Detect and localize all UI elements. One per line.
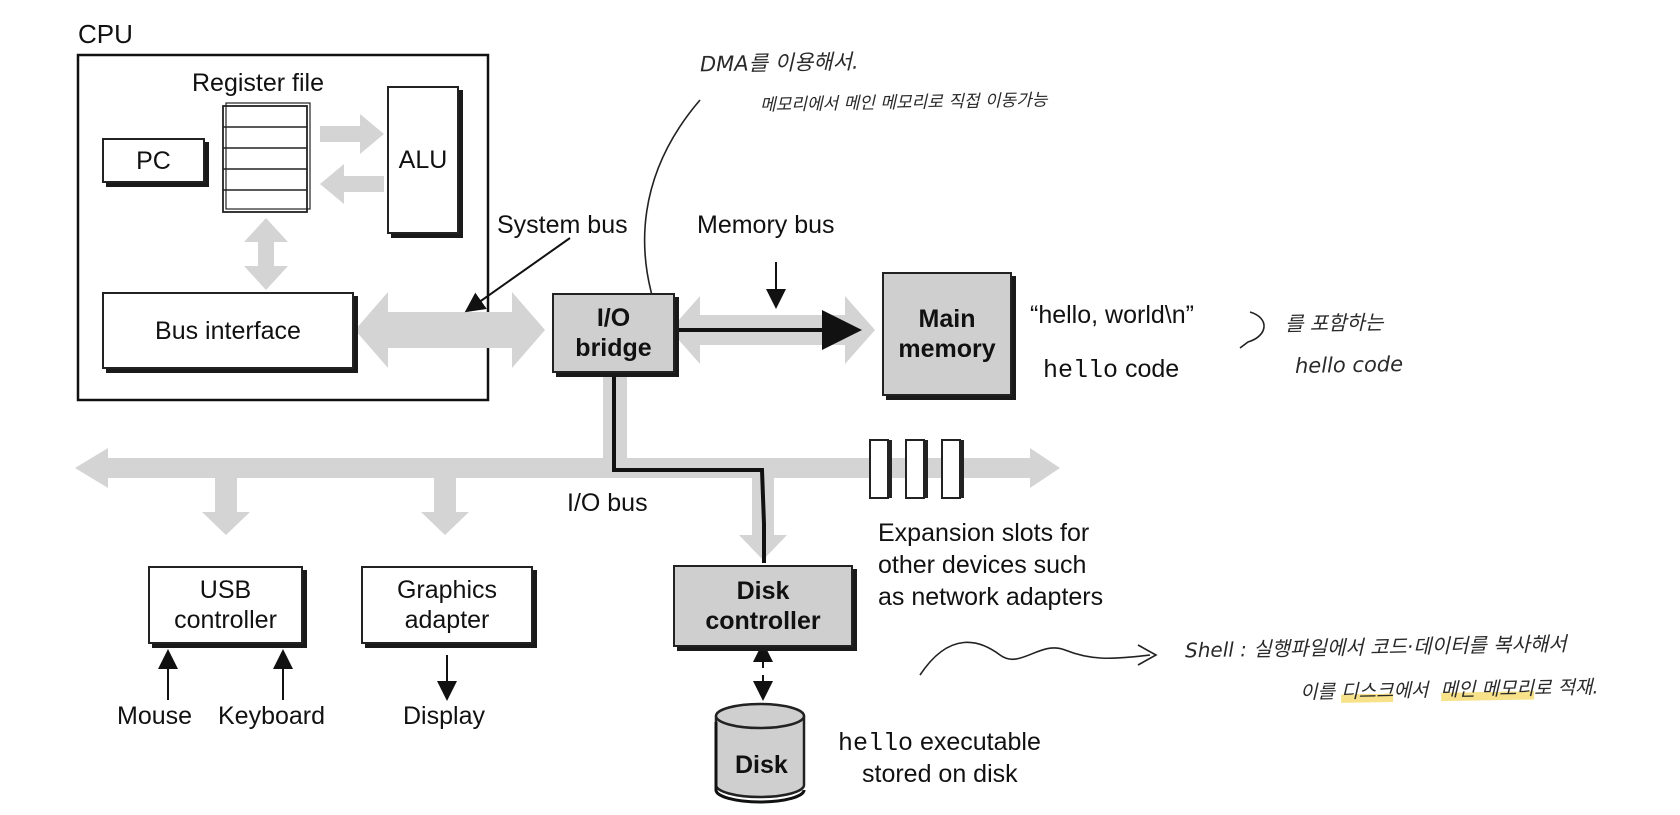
graphics-adapter-line2: adapter [404, 606, 490, 634]
main-memory-box: Main memory [882, 272, 1012, 396]
disk-note-mono: hello [838, 729, 914, 758]
io-bridge-line2: bridge [575, 334, 652, 362]
expansion-line1: Expansion slots for [878, 519, 1090, 547]
io-bus-arrow [75, 448, 1060, 488]
disk-note-line2: stored on disk [862, 760, 1018, 789]
system-bus-label: System bus [497, 211, 628, 239]
shell-wavy-line [919, 641, 1151, 676]
disk-label: Disk [735, 751, 788, 779]
register-bus-arrow [244, 218, 288, 290]
shell-note-main-memory: 메인 메모리 [1440, 677, 1535, 702]
disk-controller-box: Disk controller [673, 565, 853, 647]
dma-note-line1: DMA를 이용해서. [699, 49, 859, 77]
io-bridge-line1: I/O [596, 304, 631, 332]
memory-code-text: code [1124, 355, 1180, 383]
bus-interface-box: Bus interface [102, 292, 354, 369]
usb-controller-line1: USB [199, 576, 252, 604]
expansion-slot [869, 439, 889, 499]
memory-code-label: hello code [1043, 355, 1180, 385]
io-bus-label: I/O bus [567, 489, 648, 517]
alu-to-register-arrow [320, 164, 384, 204]
usb-controller-box: USB controller [148, 566, 303, 644]
usb-controller-line2: controller [174, 606, 277, 634]
shell-note-a: 이를 [1299, 680, 1336, 704]
disk-controller-line2: controller [705, 607, 821, 635]
display-label: Display [403, 702, 485, 730]
shell-note-b: 에서 [1393, 679, 1429, 702]
disk-controller-line1: Disk [736, 577, 790, 605]
system-bus-arrow [355, 292, 545, 368]
disk-note: hello executable stored on disk [838, 727, 1041, 791]
keyboard-label: Keyboard [218, 702, 326, 730]
main-memory-line2: memory [898, 335, 996, 363]
shell-wavy-arrowhead [1137, 644, 1158, 666]
cpu-label: CPU [78, 19, 133, 49]
memory-code-mono: hello [1043, 356, 1119, 385]
graphics-adapter-box: Graphics adapter [361, 566, 533, 644]
memory-note-line1: 를 포함하는 [1284, 310, 1384, 336]
expansion-line3: as network adapters [878, 583, 1104, 611]
expansion-line2: other devices such [878, 551, 1087, 579]
main-memory-line1: Main [918, 305, 976, 333]
io-to-graphics-arrow [421, 478, 469, 535]
memory-string-label: “hello, world\n” [1030, 301, 1194, 329]
graphics-adapter-line1: Graphics [396, 576, 498, 604]
disk-cylinder [714, 702, 806, 804]
io-bridge-box: I/O bridge [552, 293, 675, 373]
expansion-slots-label: Expansion slots for other devices such a… [878, 517, 1103, 613]
cpu-frame [76, 53, 490, 402]
memory-bus-label: Memory bus [697, 211, 835, 239]
expansion-slot [905, 439, 925, 499]
expansion-slot [941, 439, 961, 499]
io-to-usb-arrow [202, 478, 250, 535]
alu-label: ALU [398, 146, 448, 174]
shell-note-disk: 디스크 [1340, 679, 1394, 703]
memory-note-bracket [1239, 311, 1265, 349]
system-bus-pointer [464, 237, 571, 313]
memory-note-line2: hello code [1294, 352, 1404, 378]
dma-data-path [612, 365, 766, 563]
disk-note-line1: executable [919, 728, 1041, 756]
shell-note-c: 로 적재. [1533, 676, 1599, 700]
mouse-label: Mouse [117, 702, 193, 730]
register-file-cells [222, 102, 311, 213]
register-file-label: Register file [192, 69, 324, 97]
pc-label: PC [136, 146, 171, 175]
alu-box: ALU [387, 86, 459, 234]
bus-interface-label: Bus interface [155, 316, 301, 345]
pc-box: PC [102, 138, 205, 183]
register-to-alu-arrow [320, 114, 384, 154]
